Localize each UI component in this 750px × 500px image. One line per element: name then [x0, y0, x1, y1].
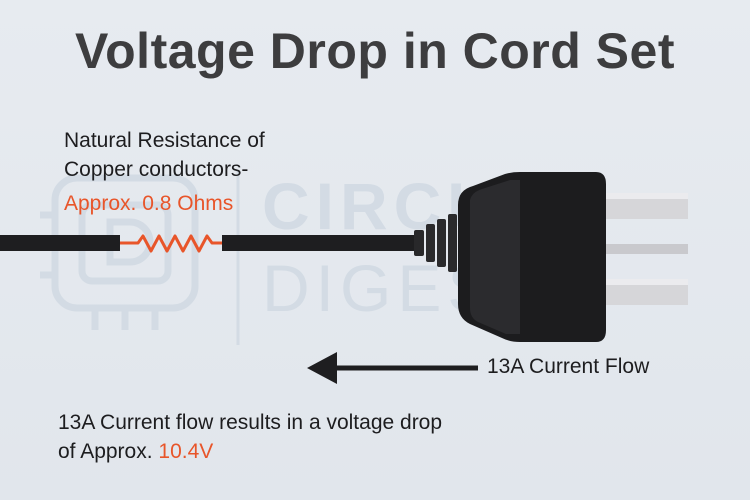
resistance-line-2: Copper conductors- [64, 158, 249, 181]
result-prefix: of Approx. [58, 440, 153, 463]
plug-icon [414, 172, 688, 342]
voltage-drop-result: 13A Current flow results in a voltage dr… [58, 408, 442, 466]
current-flow-label: 13A Current Flow [487, 355, 650, 378]
cable-segment-left [0, 235, 120, 251]
arrow-left-icon [307, 352, 478, 384]
result-line-1: 13A Current flow results in a voltage dr… [58, 411, 443, 434]
cable-segment-right [222, 235, 422, 251]
resistance-line-1: Natural Resistance of [64, 129, 265, 152]
result-line-2: of Approx. 10.4V [58, 437, 442, 466]
voltage-drop-value: 10.4V [158, 440, 214, 463]
page-title: Voltage Drop in Cord Set [75, 23, 675, 79]
resistance-description: Natural Resistance of Copper conductors- [64, 126, 265, 184]
resistance-value: Approx. 0.8 Ohms [64, 192, 234, 215]
resistor-icon [120, 234, 222, 253]
